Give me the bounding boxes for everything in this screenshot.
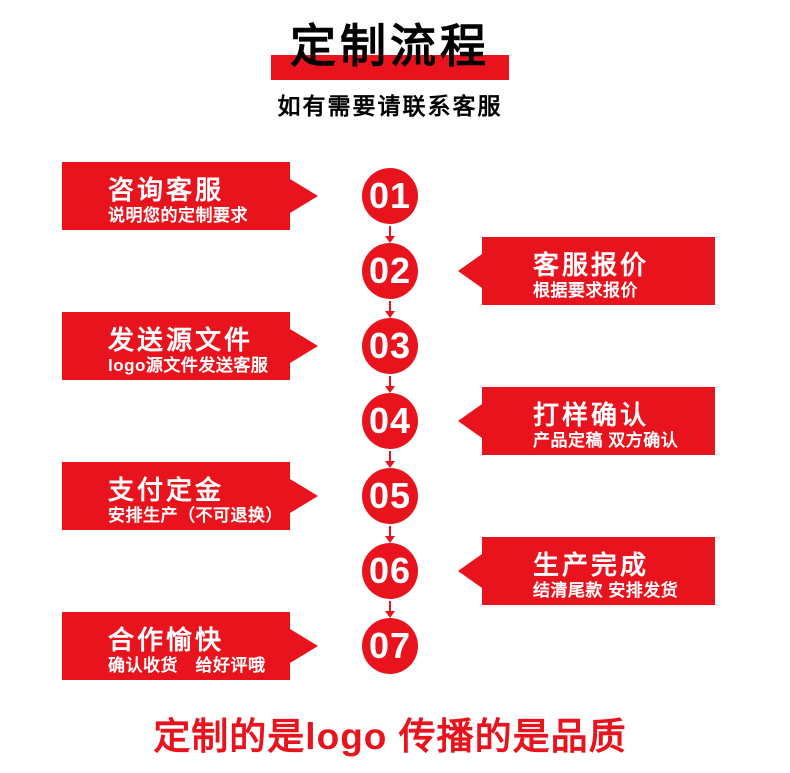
down-arrow-icon <box>384 301 396 318</box>
step-number: 06 <box>368 550 412 591</box>
step-number-badge: 01 <box>362 168 418 224</box>
step-subtitle: logo源文件发送客服 <box>108 356 269 376</box>
flow-step: 发送源文件 logo源文件发送客服 03 <box>0 312 790 393</box>
page-subtitle: 如有需要请联系客服 <box>277 93 503 119</box>
step-number-badge: 06 <box>362 543 418 599</box>
step-title: 咨询客服 <box>108 175 225 205</box>
down-arrow-icon <box>384 451 396 468</box>
step-banner: 打样确认 产品定稿 双方确认 <box>458 387 715 455</box>
step-number: 07 <box>368 625 412 666</box>
title-highlight-bar <box>271 55 509 80</box>
flow-step: 生产完成 结清尾款 安排发货 06 <box>0 537 790 618</box>
step-number: 04 <box>368 400 412 441</box>
down-arrow-icon <box>384 601 396 618</box>
step-banner: 发送源文件 logo源文件发送客服 <box>62 312 318 380</box>
step-title: 客服报价 <box>533 250 650 280</box>
step-title: 支付定金 <box>108 475 225 505</box>
step-number-badge: 05 <box>362 468 418 524</box>
flow-step: 咨询客服 说明您的定制要求 01 <box>0 162 790 243</box>
step-banner: 合作愉快 确认收货 给好评哦 <box>62 612 318 680</box>
step-subtitle: 安排生产（不可退换） <box>108 506 283 526</box>
step-title: 合作愉快 <box>108 625 225 655</box>
page-title: 定制流程 <box>290 20 490 72</box>
down-arrow-icon <box>384 526 396 543</box>
step-subtitle: 确认收货 给好评哦 <box>108 656 266 676</box>
step-title: 打样确认 <box>533 400 650 430</box>
step-number-badge: 03 <box>362 318 418 374</box>
step-subtitle: 产品定稿 双方确认 <box>533 431 679 451</box>
step-number-badge: 04 <box>362 393 418 449</box>
flow-step: 支付定金 安排生产（不可退换） 05 <box>0 462 790 543</box>
step-title: 生产完成 <box>533 550 650 580</box>
flow-step: 合作愉快 确认收货 给好评哦 07 <box>0 612 790 680</box>
step-number: 01 <box>368 175 412 216</box>
step-banner: 客服报价 根据要求报价 <box>458 237 715 305</box>
footer-slogan: 定制的是logo 传播的是品质 <box>153 716 627 757</box>
down-arrow-icon <box>384 226 396 243</box>
flow-step: 客服报价 根据要求报价 02 <box>0 237 790 318</box>
step-subtitle: 结清尾款 安排发货 <box>533 581 679 601</box>
step-number-badge: 02 <box>362 243 418 299</box>
step-number: 05 <box>368 475 412 516</box>
step-number: 03 <box>368 325 412 366</box>
step-banner: 生产完成 结清尾款 安排发货 <box>458 537 715 605</box>
step-title: 发送源文件 <box>108 325 254 355</box>
step-banner: 支付定金 安排生产（不可退换） <box>62 462 318 530</box>
flow-step: 打样确认 产品定稿 双方确认 04 <box>0 387 790 468</box>
step-subtitle: 根据要求报价 <box>533 281 638 301</box>
step-banner: 咨询客服 说明您的定制要求 <box>62 162 318 230</box>
down-arrow-icon <box>384 376 396 393</box>
step-number-badge: 07 <box>362 618 418 674</box>
step-number: 02 <box>368 250 412 291</box>
step-subtitle: 说明您的定制要求 <box>108 206 248 226</box>
